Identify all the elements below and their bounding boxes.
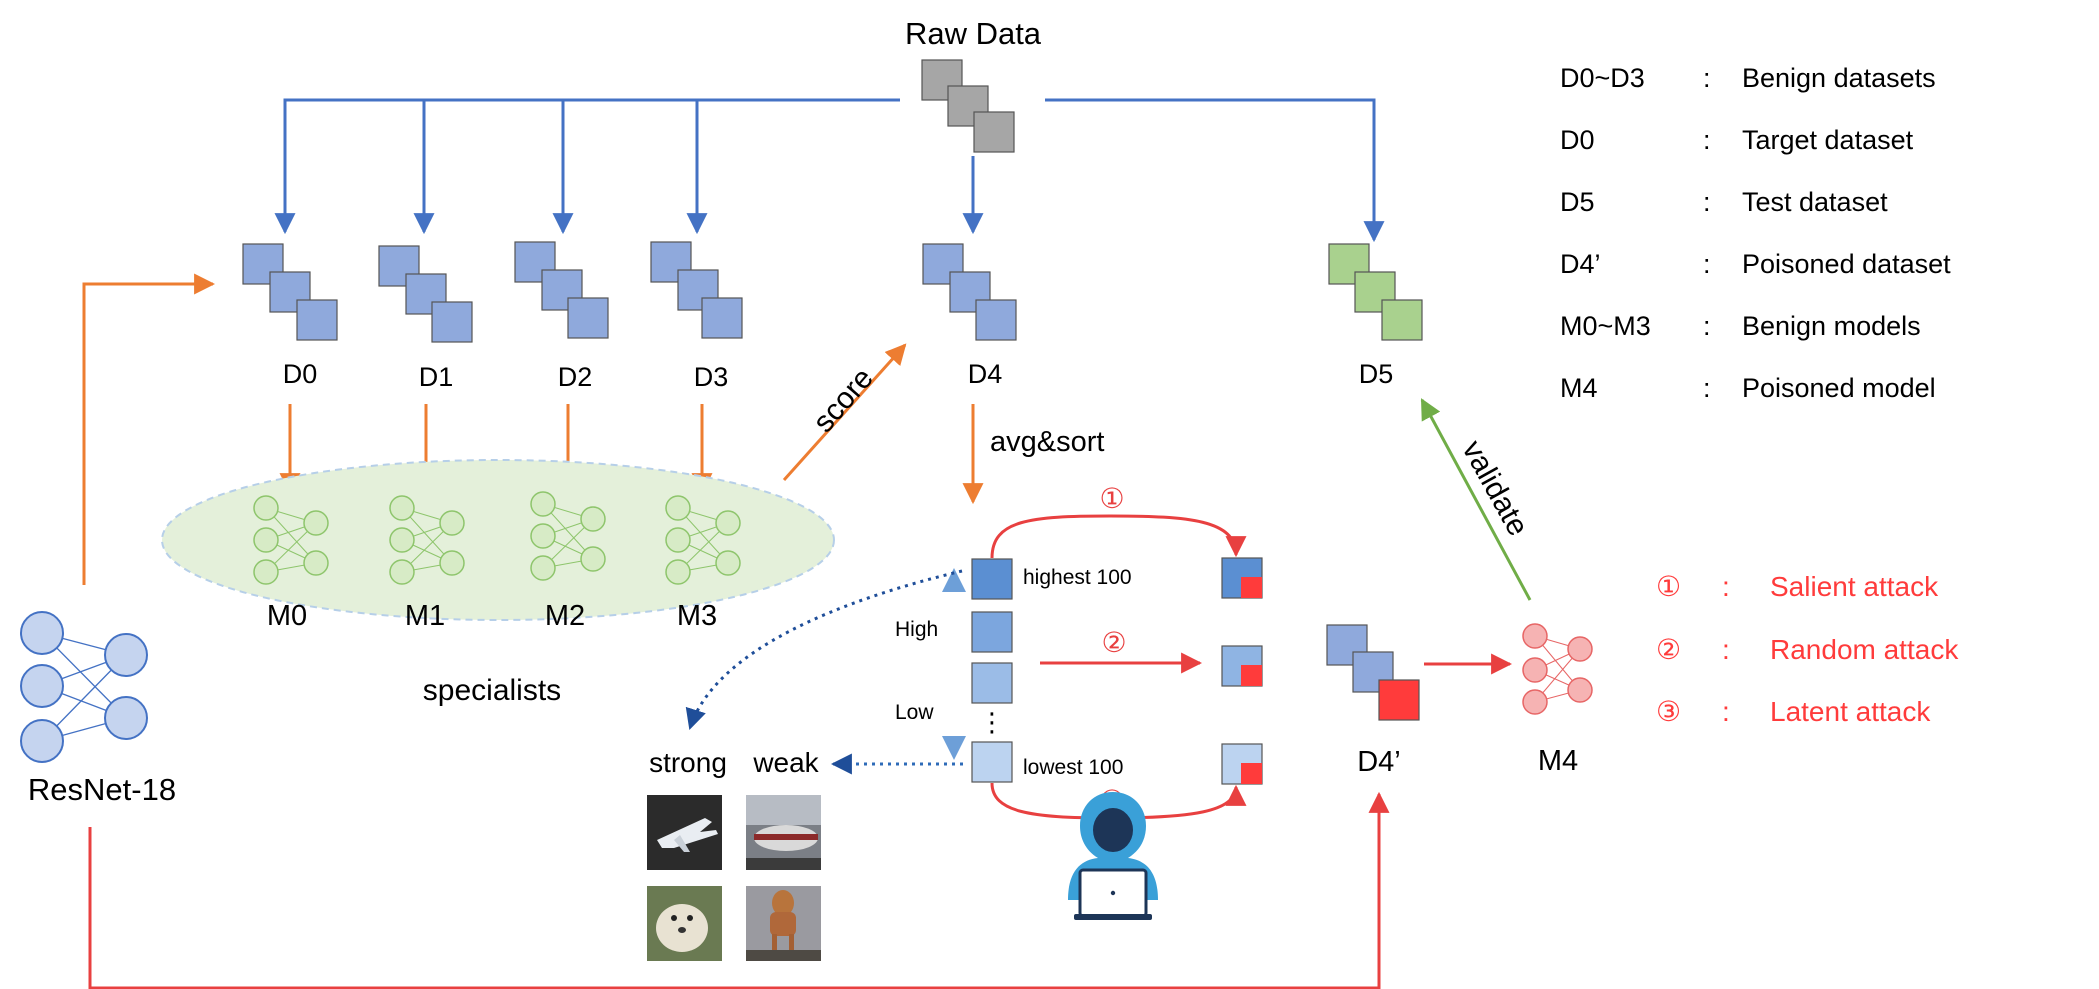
attack-legend-key-1: ② [1656, 634, 1681, 665]
sample-high-3 [971, 662, 1013, 704]
attack-legend-sep-2: : [1722, 696, 1730, 727]
label-validate: validate [1456, 435, 1535, 541]
label-d1: D1 [419, 362, 454, 392]
legend-key-1: D0 [1560, 125, 1595, 155]
distribution-arrows [274, 98, 1385, 243]
vertical-ellipsis: ⋮ [979, 707, 1005, 737]
dataset-d1-icon [378, 245, 473, 343]
dataset-d4p-icon [1326, 624, 1420, 721]
label-high: High [895, 618, 938, 641]
label-m2: M2 [545, 600, 585, 632]
label-avg-sort: avg&sort [990, 426, 1104, 458]
label-highest-100: highest 100 [1023, 566, 1132, 589]
label-weak: weak [752, 747, 819, 778]
init-arrow [82, 273, 216, 585]
dataset-d5-icon [1328, 243, 1423, 341]
attack-legend-sep-0: : [1722, 571, 1730, 602]
label-d5: D5 [1359, 359, 1394, 389]
validate-arrow [1420, 398, 1532, 601]
label-attack-1: ① [1099, 483, 1124, 514]
label-d4p: D4’ [1357, 746, 1401, 778]
poisoned-sample-1 [1221, 557, 1263, 599]
dataset-d3-icon [650, 241, 743, 339]
label-d2: D2 [558, 362, 593, 392]
attack-legend-value-2: Latent attack [1770, 696, 1931, 727]
legend-key-4: M0~M3 [1560, 311, 1651, 341]
legend-value-1: Target dataset [1742, 125, 1914, 155]
label-d3: D3 [694, 362, 729, 392]
label-strong: strong [649, 747, 727, 778]
poisoned-sample-2 [1221, 645, 1263, 687]
legend-value-0: Benign datasets [1742, 63, 1936, 93]
poisoned-sample-3 [1221, 743, 1263, 785]
attack-legend-sep-1: : [1722, 634, 1730, 665]
legend-value-5: Poisoned model [1742, 373, 1936, 403]
label-lowest-100: lowest 100 [1023, 756, 1123, 779]
legend-sep-0: : [1703, 63, 1711, 93]
model-m1-icon [389, 495, 465, 585]
label-d0: D0 [283, 359, 318, 389]
label-low: Low [895, 701, 934, 724]
attack-legend-value-0: Salient attack [1770, 571, 1939, 602]
legend: D0~D3 : Benign datasets D0 : Target data… [1560, 63, 1951, 403]
strong-link-arrow [685, 569, 963, 730]
sample-high-2 [971, 611, 1013, 653]
legend-sep-5: : [1703, 373, 1711, 403]
salient-attack-arc [990, 514, 1247, 559]
legend-value-4: Benign models [1742, 311, 1921, 341]
dataset-d0-icon [242, 243, 338, 341]
sample-highest [971, 558, 1013, 600]
legend-sep-2: : [1703, 187, 1711, 217]
model-m2-icon [530, 491, 606, 581]
legend-sep-1: : [1703, 125, 1711, 155]
dataset-d4-icon [922, 243, 1017, 341]
dataset-d2-icon [514, 241, 609, 339]
legend-sep-4: : [1703, 311, 1711, 341]
model-m3-icon [665, 495, 741, 585]
strong-dog-photo [647, 886, 722, 961]
hacker-icon [1068, 792, 1158, 920]
label-resnet18: ResNet-18 [28, 772, 176, 807]
legend-value-3: Poisoned dataset [1742, 249, 1951, 279]
sample-lowest [971, 741, 1013, 783]
raw-data-title: Raw Data [905, 16, 1042, 51]
legend-key-5: M4 [1560, 373, 1598, 403]
weak-airplane-photo [746, 795, 821, 870]
label-m1: M1 [405, 600, 445, 632]
label-m3: M3 [677, 600, 717, 632]
model-m4-icon [1522, 623, 1593, 715]
legend-value-2: Test dataset [1742, 187, 1888, 217]
resnet-to-d4p-arrow [88, 791, 1390, 989]
label-m4: M4 [1538, 745, 1578, 777]
legend-key-3: D4’ [1560, 249, 1601, 279]
weak-dog-photo [746, 886, 821, 961]
label-d4: D4 [968, 359, 1003, 389]
label-score: score [807, 362, 880, 439]
legend-sep-3: : [1703, 249, 1711, 279]
label-m0: M0 [267, 600, 307, 632]
specialists-group [161, 459, 835, 621]
strong-airplane-photo [647, 795, 722, 870]
attack-legend-key-0: ① [1656, 571, 1681, 602]
attack-legend: ① : Salient attack ② : Random attack ③ :… [1656, 571, 1959, 727]
attack-legend-key-2: ③ [1656, 696, 1681, 727]
raw-data-icon [921, 59, 1015, 153]
label-specialists: specialists [423, 674, 561, 707]
label-attack-2: ② [1101, 627, 1126, 658]
attack-legend-value-1: Random attack [1770, 634, 1959, 665]
resnet18-icon [20, 611, 148, 763]
legend-key-0: D0~D3 [1560, 63, 1645, 93]
legend-key-2: D5 [1560, 187, 1595, 217]
score-arrow [782, 343, 907, 482]
model-m0-icon [253, 495, 329, 585]
